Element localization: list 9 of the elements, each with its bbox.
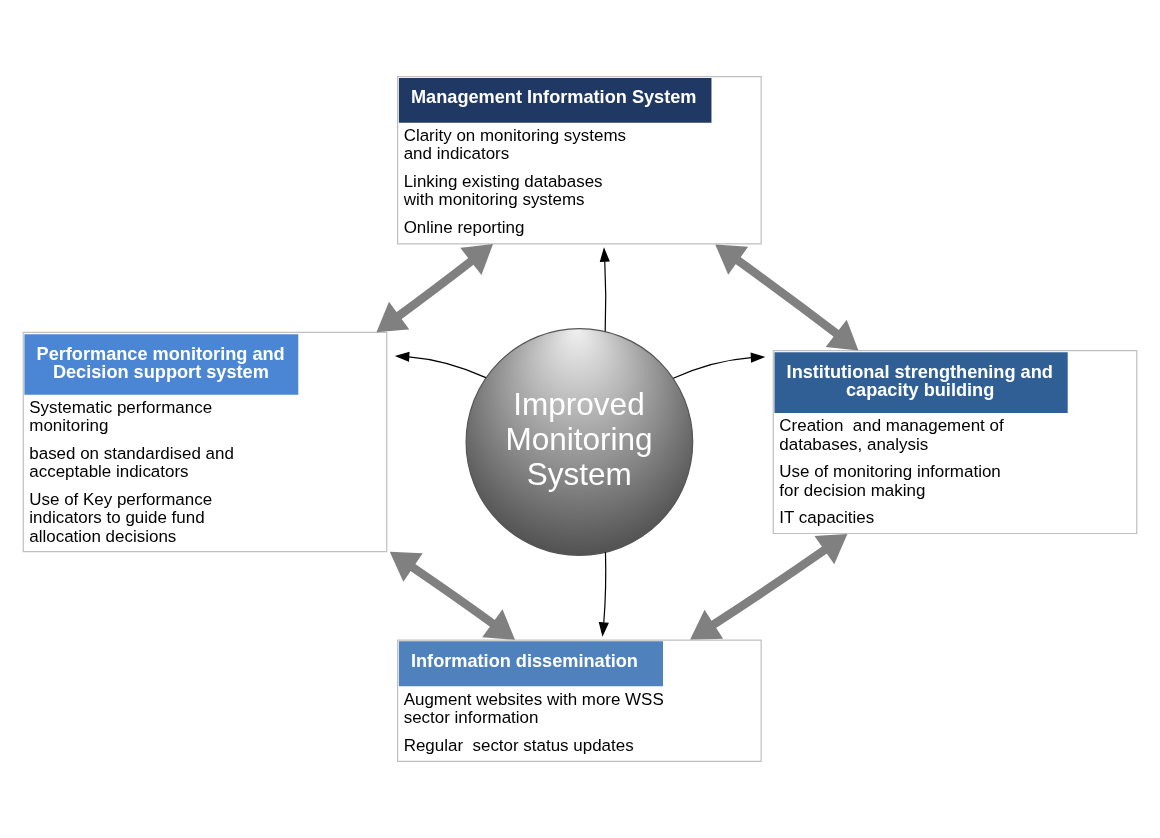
arrow	[598, 551, 609, 637]
arrow	[690, 534, 848, 640]
arrow	[599, 247, 610, 332]
node-circle: Improved Monitoring System	[465, 328, 694, 556]
arrow	[394, 351, 487, 379]
arrow	[672, 352, 766, 379]
arrow	[376, 244, 493, 333]
arrow	[389, 551, 515, 640]
arrow	[715, 244, 859, 351]
